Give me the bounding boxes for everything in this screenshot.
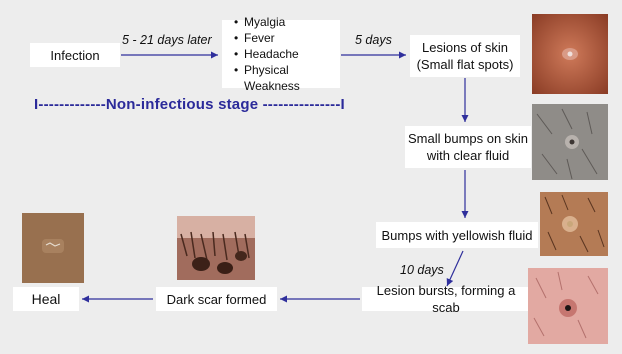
healed-skin-photo <box>22 213 84 283</box>
lesion-burst-box: Lesion bursts, forming a scab <box>362 287 530 311</box>
yellow-fluid-label: Bumps with yellowish fluid <box>381 227 532 244</box>
dark-scar-photo <box>177 216 255 280</box>
edge-label-symptoms-lesions: 5 days <box>355 33 392 47</box>
lesions-label-line2: (Small flat spots) <box>417 56 514 73</box>
yellow-fluid-box: Bumps with yellowish fluid <box>376 222 538 248</box>
symptom-item: Headache <box>244 46 340 62</box>
heal-label: Heal <box>32 291 61 308</box>
symptom-item: Fever <box>244 30 340 46</box>
symptoms-box: Myalgia Fever Headache Physical Weakness <box>222 20 340 88</box>
bumps-label-line2: with clear fluid <box>427 147 509 164</box>
dark-scar-label: Dark scar formed <box>167 291 267 308</box>
lesion-skin-photo <box>532 14 608 94</box>
small-bumps-box: Small bumps on skin with clear fluid <box>405 126 531 168</box>
arrow-yellow-to-burst <box>447 251 463 286</box>
symptom-item: Myalgia <box>244 14 340 30</box>
yellowish-bump-photo <box>540 192 608 256</box>
small-bump-photo <box>532 104 608 180</box>
edge-label-infection-symptoms: 5 - 21 days later <box>122 33 212 47</box>
lesions-box: Lesions of skin (Small flat spots) <box>410 35 520 77</box>
symptom-item: Physical Weakness <box>244 62 340 94</box>
bumps-label-line1: Small bumps on skin <box>408 130 528 147</box>
infection-label: Infection <box>50 47 99 64</box>
dark-scar-box: Dark scar formed <box>156 287 277 311</box>
scab-photo <box>528 268 608 344</box>
non-infectious-stage-banner: I-------------Non-infectious stage -----… <box>34 96 345 113</box>
lesion-burst-label: Lesion bursts, forming a scab <box>362 282 530 316</box>
infection-box: Infection <box>30 43 120 67</box>
heal-box: Heal <box>13 287 79 311</box>
symptoms-list: Myalgia Fever Headache Physical Weakness <box>230 14 340 94</box>
edge-label-yellow-burst: 10 days <box>400 263 444 277</box>
lesions-label-line1: Lesions of skin <box>422 39 508 56</box>
